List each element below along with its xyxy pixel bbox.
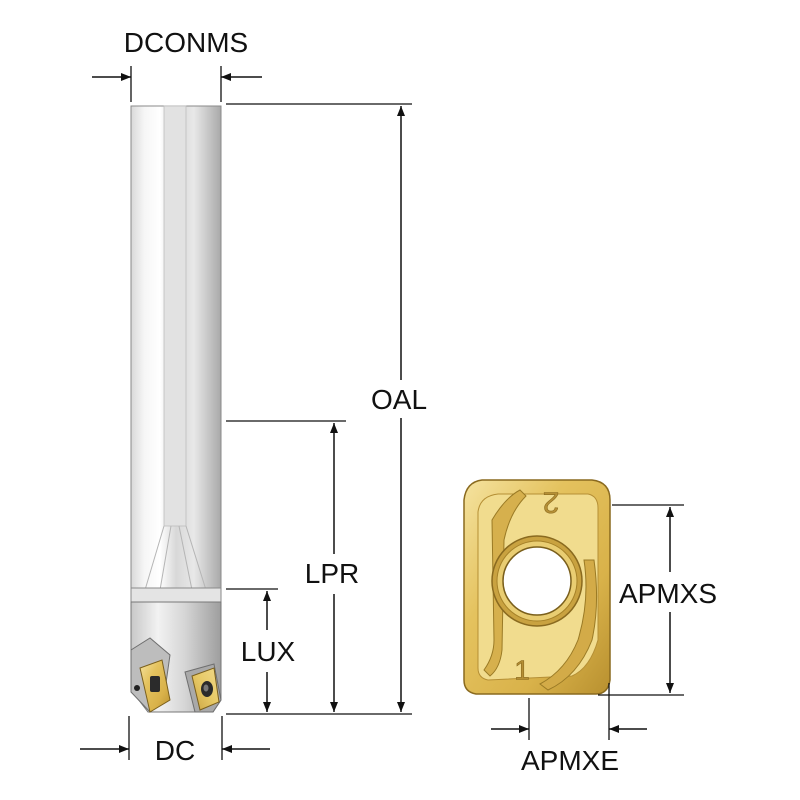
insert-screw-dot: [134, 685, 140, 691]
lux-label: LUX: [241, 636, 296, 667]
lux-dimension: LUX: [226, 588, 296, 712]
lpr-label: LPR: [305, 558, 359, 589]
insert-chip-groove-left: [483, 489, 527, 677]
dconms-label: DCONMS: [124, 27, 248, 58]
apmxs-dimension: APMXS: [598, 504, 717, 696]
oal-label: OAL: [371, 384, 427, 415]
oal-dimension: OAL: [226, 103, 427, 715]
insert-screw-left: [150, 676, 160, 692]
apmxe-label: APMXE: [521, 745, 619, 776]
insert-chip-groove-right: [539, 559, 598, 691]
shank-neck-taper: [144, 525, 207, 591]
insert-screw-right-highlight: [203, 684, 209, 692]
dc-dimension: DC: [80, 716, 270, 766]
tool-neck: [130, 587, 222, 603]
lpr-dimension: LPR: [226, 420, 359, 712]
insert-hole: [502, 546, 572, 616]
dc-label: DC: [155, 735, 195, 766]
apmxs-label: APMXS: [619, 578, 717, 609]
insert-detail: 2 1: [463, 479, 611, 695]
dconms-dimension: DCONMS: [92, 27, 262, 102]
apmxe-dimension: APMXE: [491, 683, 647, 776]
shank-flat: [163, 105, 187, 527]
insert-mark-top: 2: [543, 486, 560, 519]
end-mill-tool: [130, 105, 222, 713]
insert-mark-bottom: 1: [514, 655, 530, 686]
